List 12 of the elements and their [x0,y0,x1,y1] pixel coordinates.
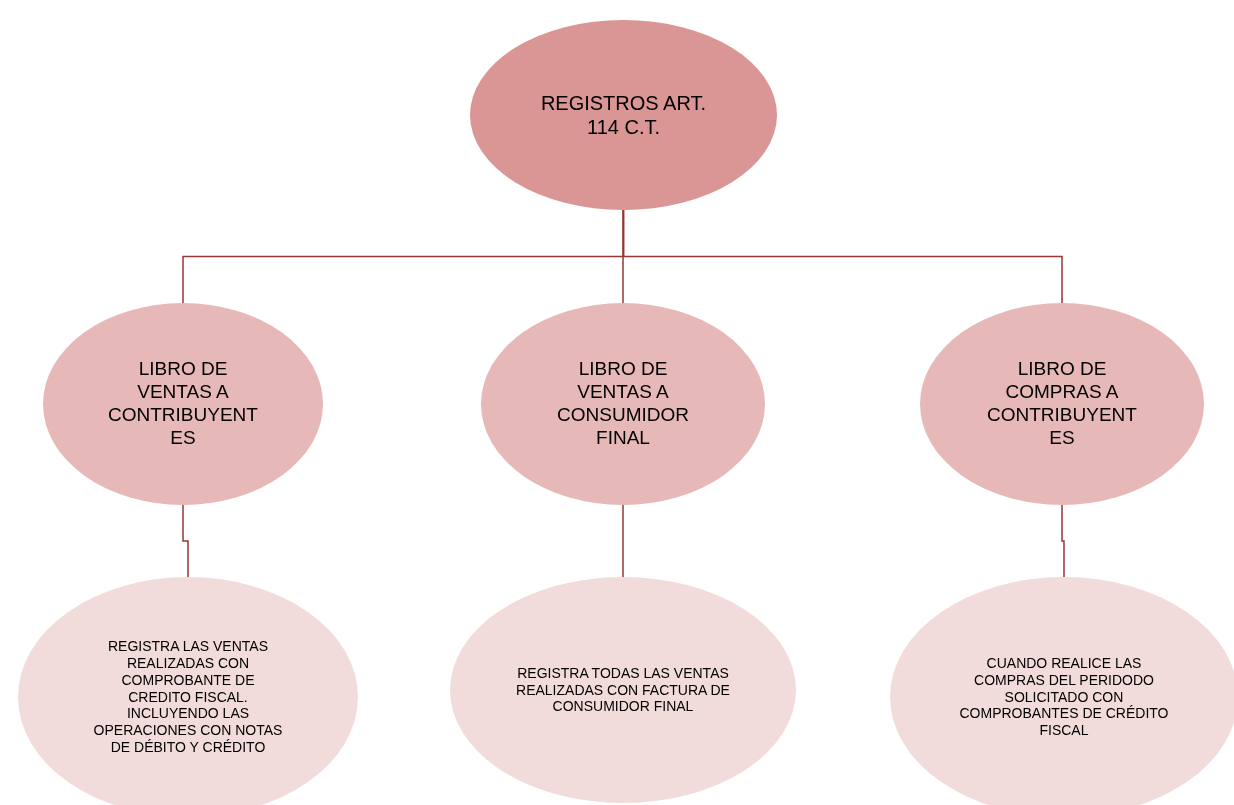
connector-line [182,504,189,578]
node-label: LIBRO DE COMPRAS A CONTRIBUYENTES [987,358,1137,450]
connector-line [622,209,1063,304]
node-label: LIBRO DE VENTAS A CONTRIBUYENTES [108,358,258,450]
connector-line [1061,504,1065,578]
node-label: CUANDO REALICE LAS COMPRAS DEL PERIDODO SOLICITADO CON COMPROBANTES DE CRÉDITO FISCAL [958,655,1170,739]
node-label: REGISTRA LAS VENTAS REALIZADAS CON COMPROBANTE DE CREDITO FISCAL. INCLUYENDO LAS OPERACIONES CON NOTAS DE DÉBITO Y CRÉDITO [93,638,283,756]
node-label: REGISTROS ART. 114 C.T. [539,91,708,139]
node-label: LIBRO DE VENTAS A CONSUMIDOR FINAL [556,358,690,450]
connector-line [622,504,624,578]
node-label: REGISTRA TODAS LAS VENTAS REALIZADAS CON FACTURA DE CONSUMIDOR FINAL [515,664,731,716]
connector-line [622,209,624,304]
